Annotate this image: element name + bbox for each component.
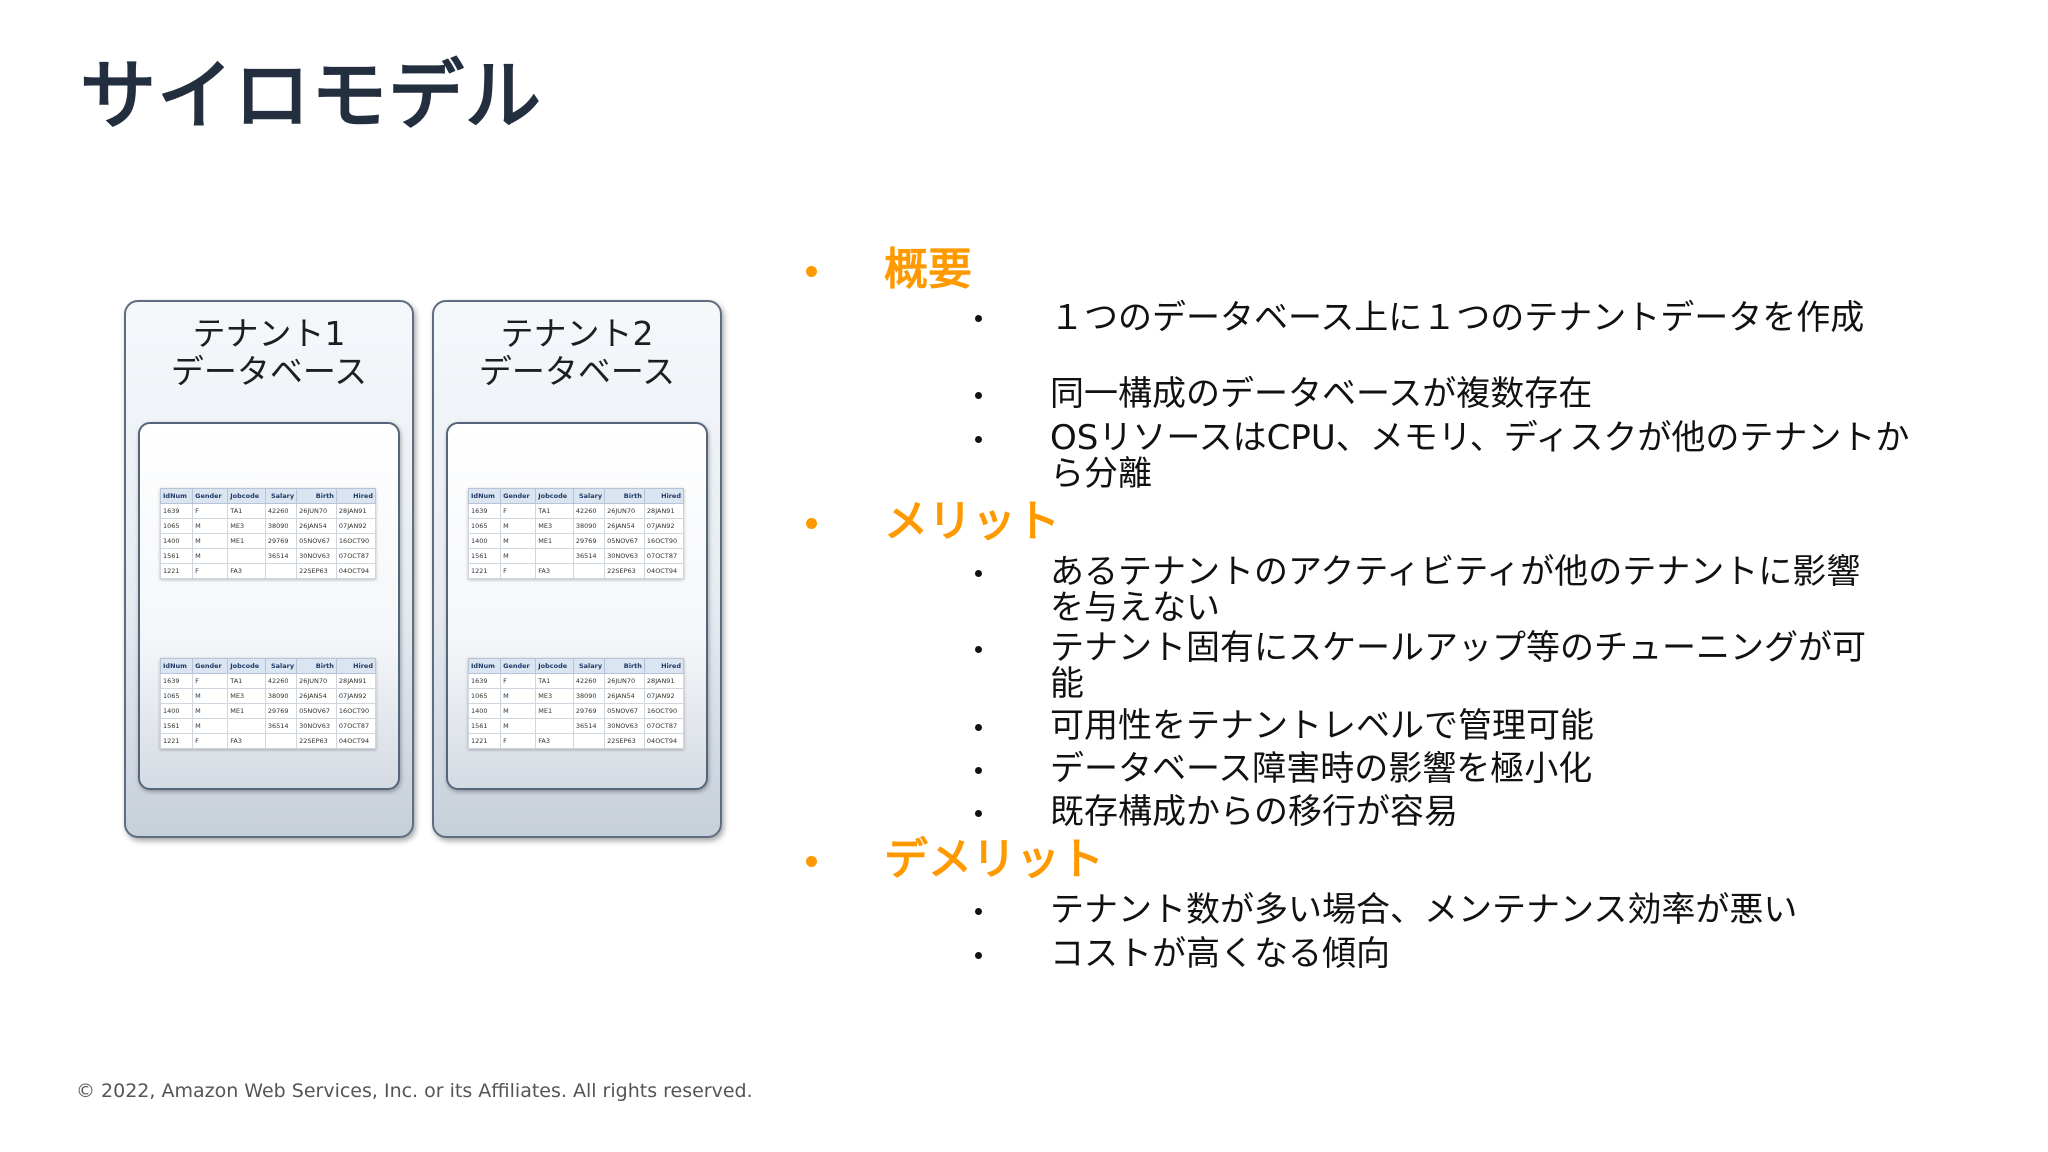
- table-header-cell: IdNum: [467, 658, 502, 674]
- table-header-cell: Salary: [264, 488, 298, 504]
- table-cell: F: [192, 563, 229, 579]
- section-heading-merits: メリット: [884, 496, 1060, 547]
- list-item: データベース障害時の影響を極小化: [1050, 749, 1593, 789]
- item-bullet-icon: [975, 908, 982, 915]
- list-item: あるテナントのアクティビティが他のテナントに影響を与えない: [1050, 552, 1861, 628]
- table-header-cell: Gender: [192, 658, 229, 674]
- tenant-1-label-line2: データベース: [170, 352, 368, 391]
- item-bullet-icon: [975, 392, 982, 399]
- section-bullet-icon: [806, 266, 817, 277]
- table-header-cell: Hired: [335, 488, 377, 504]
- table-cell: 22SEP63: [296, 733, 337, 749]
- table-cell: 1221: [159, 733, 194, 749]
- table-cell: [572, 733, 606, 749]
- table-cell: 04OCT94: [643, 733, 685, 749]
- section-heading-demerits: デメリット: [884, 834, 1104, 885]
- table-header-cell: Salary: [572, 658, 606, 674]
- table-cell: [264, 733, 298, 749]
- table-header-cell: Salary: [572, 488, 606, 504]
- item-bullet-icon: [975, 810, 982, 817]
- item-bullet-icon: [975, 570, 982, 577]
- list-item: テナント固有にスケールアップ等のチューニングが可能: [1050, 628, 1866, 704]
- table-cell: [572, 563, 606, 579]
- section-bullet-icon: [806, 518, 817, 529]
- list-item: 既存構成からの移行が容易: [1050, 792, 1458, 832]
- tenant-2-label-line2: データベース: [478, 352, 676, 391]
- section-heading-overview: 概要: [884, 244, 972, 295]
- table-header-cell: Gender: [192, 488, 229, 504]
- item-bullet-icon: [975, 646, 982, 653]
- list-item: 可用性をテナントレベルで管理可能: [1050, 706, 1594, 746]
- table-header-cell: Birth: [296, 488, 337, 504]
- table-cell: F: [500, 563, 537, 579]
- item-bullet-icon: [975, 952, 982, 959]
- table-cell: [264, 563, 298, 579]
- table-header-cell: IdNum: [159, 658, 194, 674]
- copyright-footer: © 2022, Amazon Web Services, Inc. or its…: [76, 1080, 753, 1102]
- table-header-cell: Hired: [643, 488, 685, 504]
- table-cell: F: [500, 733, 537, 749]
- table-cell: 04OCT94: [335, 563, 377, 579]
- table-header-cell: Jobcode: [227, 488, 266, 504]
- list-item: １つのデータベース上に１つのテナントデータを作成: [1050, 298, 1865, 338]
- list-item: OSリソースはCPU、メモリ、ディスクが他のテナントから分離: [1050, 418, 1910, 494]
- tenant-1-label-line1: テナント1: [192, 314, 346, 353]
- table-header-cell: IdNum: [467, 488, 502, 504]
- table-cell: 38090: [264, 688, 298, 704]
- list-item: テナント数が多い場合、メンテナンス効率が悪い: [1050, 890, 1798, 930]
- table-cell: 38090: [264, 518, 298, 534]
- tenant-2-label-line1: テナント2: [500, 314, 654, 353]
- table-header-cell: Salary: [264, 658, 298, 674]
- item-bullet-icon: [975, 724, 982, 731]
- table-cell: 04OCT94: [643, 563, 685, 579]
- table-cell: F: [192, 673, 229, 689]
- table-header-cell: Gender: [500, 658, 537, 674]
- slide-title: サイロモデル: [80, 51, 542, 140]
- table-cell: 42260: [264, 503, 298, 519]
- item-bullet-icon: [975, 315, 982, 322]
- list-item: コストが高くなる傾向: [1050, 934, 1390, 974]
- section-bullet-icon: [806, 856, 817, 867]
- table-cell: 04OCT94: [335, 733, 377, 749]
- item-bullet-icon: [975, 436, 982, 443]
- list-item: 同一構成のデータベースが複数存在: [1050, 374, 1593, 414]
- table-cell: F: [192, 733, 229, 749]
- item-bullet-icon: [975, 767, 982, 774]
